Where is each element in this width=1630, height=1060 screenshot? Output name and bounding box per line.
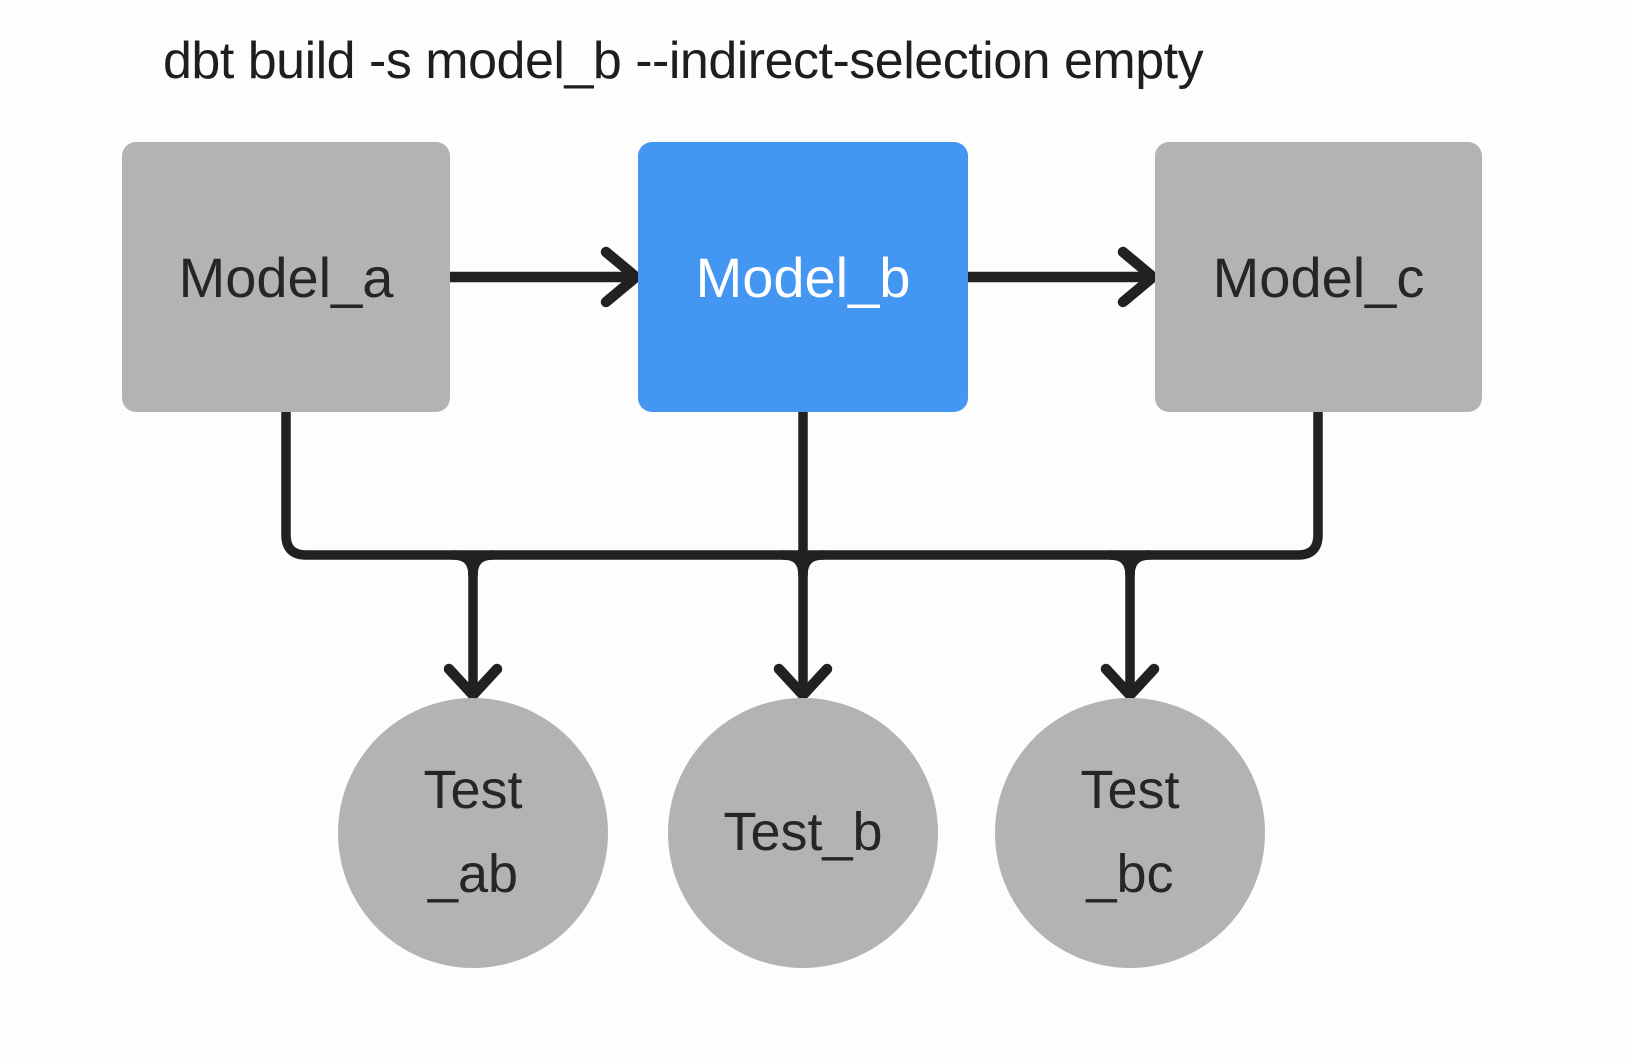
- node-test-bc-label-line2: _bc: [1086, 844, 1174, 904]
- node-model-c: Model_c: [1155, 142, 1482, 412]
- arrow-down-icon: [1100, 663, 1160, 701]
- node-test-bc-label-line1: Test: [1080, 760, 1180, 821]
- node-test-ab-label-line1: Test: [423, 760, 523, 821]
- node-model-b-label: Model_b: [695, 245, 911, 309]
- arrow-down-icon: [773, 663, 833, 701]
- arrow-right-icon: [1117, 246, 1159, 308]
- node-test-bc: Test _bc: [995, 698, 1265, 968]
- node-model-a-label: Model_a: [178, 245, 394, 309]
- arrow-right-icon: [600, 246, 642, 308]
- node-model-c-label: Model_c: [1212, 245, 1425, 309]
- node-test-ab-label-line2: _ab: [427, 844, 519, 904]
- diagram-title: dbt build -s model_b --indirect-selectio…: [163, 32, 1204, 90]
- node-test-ab: Test _ab: [338, 698, 608, 968]
- node-model-b-selected: Model_b: [638, 142, 968, 412]
- arrow-down-icon: [443, 663, 503, 701]
- node-test-b-label: Test_b: [723, 802, 883, 863]
- node-test-b: Test_b: [668, 698, 938, 968]
- node-model-a: Model_a: [122, 142, 450, 412]
